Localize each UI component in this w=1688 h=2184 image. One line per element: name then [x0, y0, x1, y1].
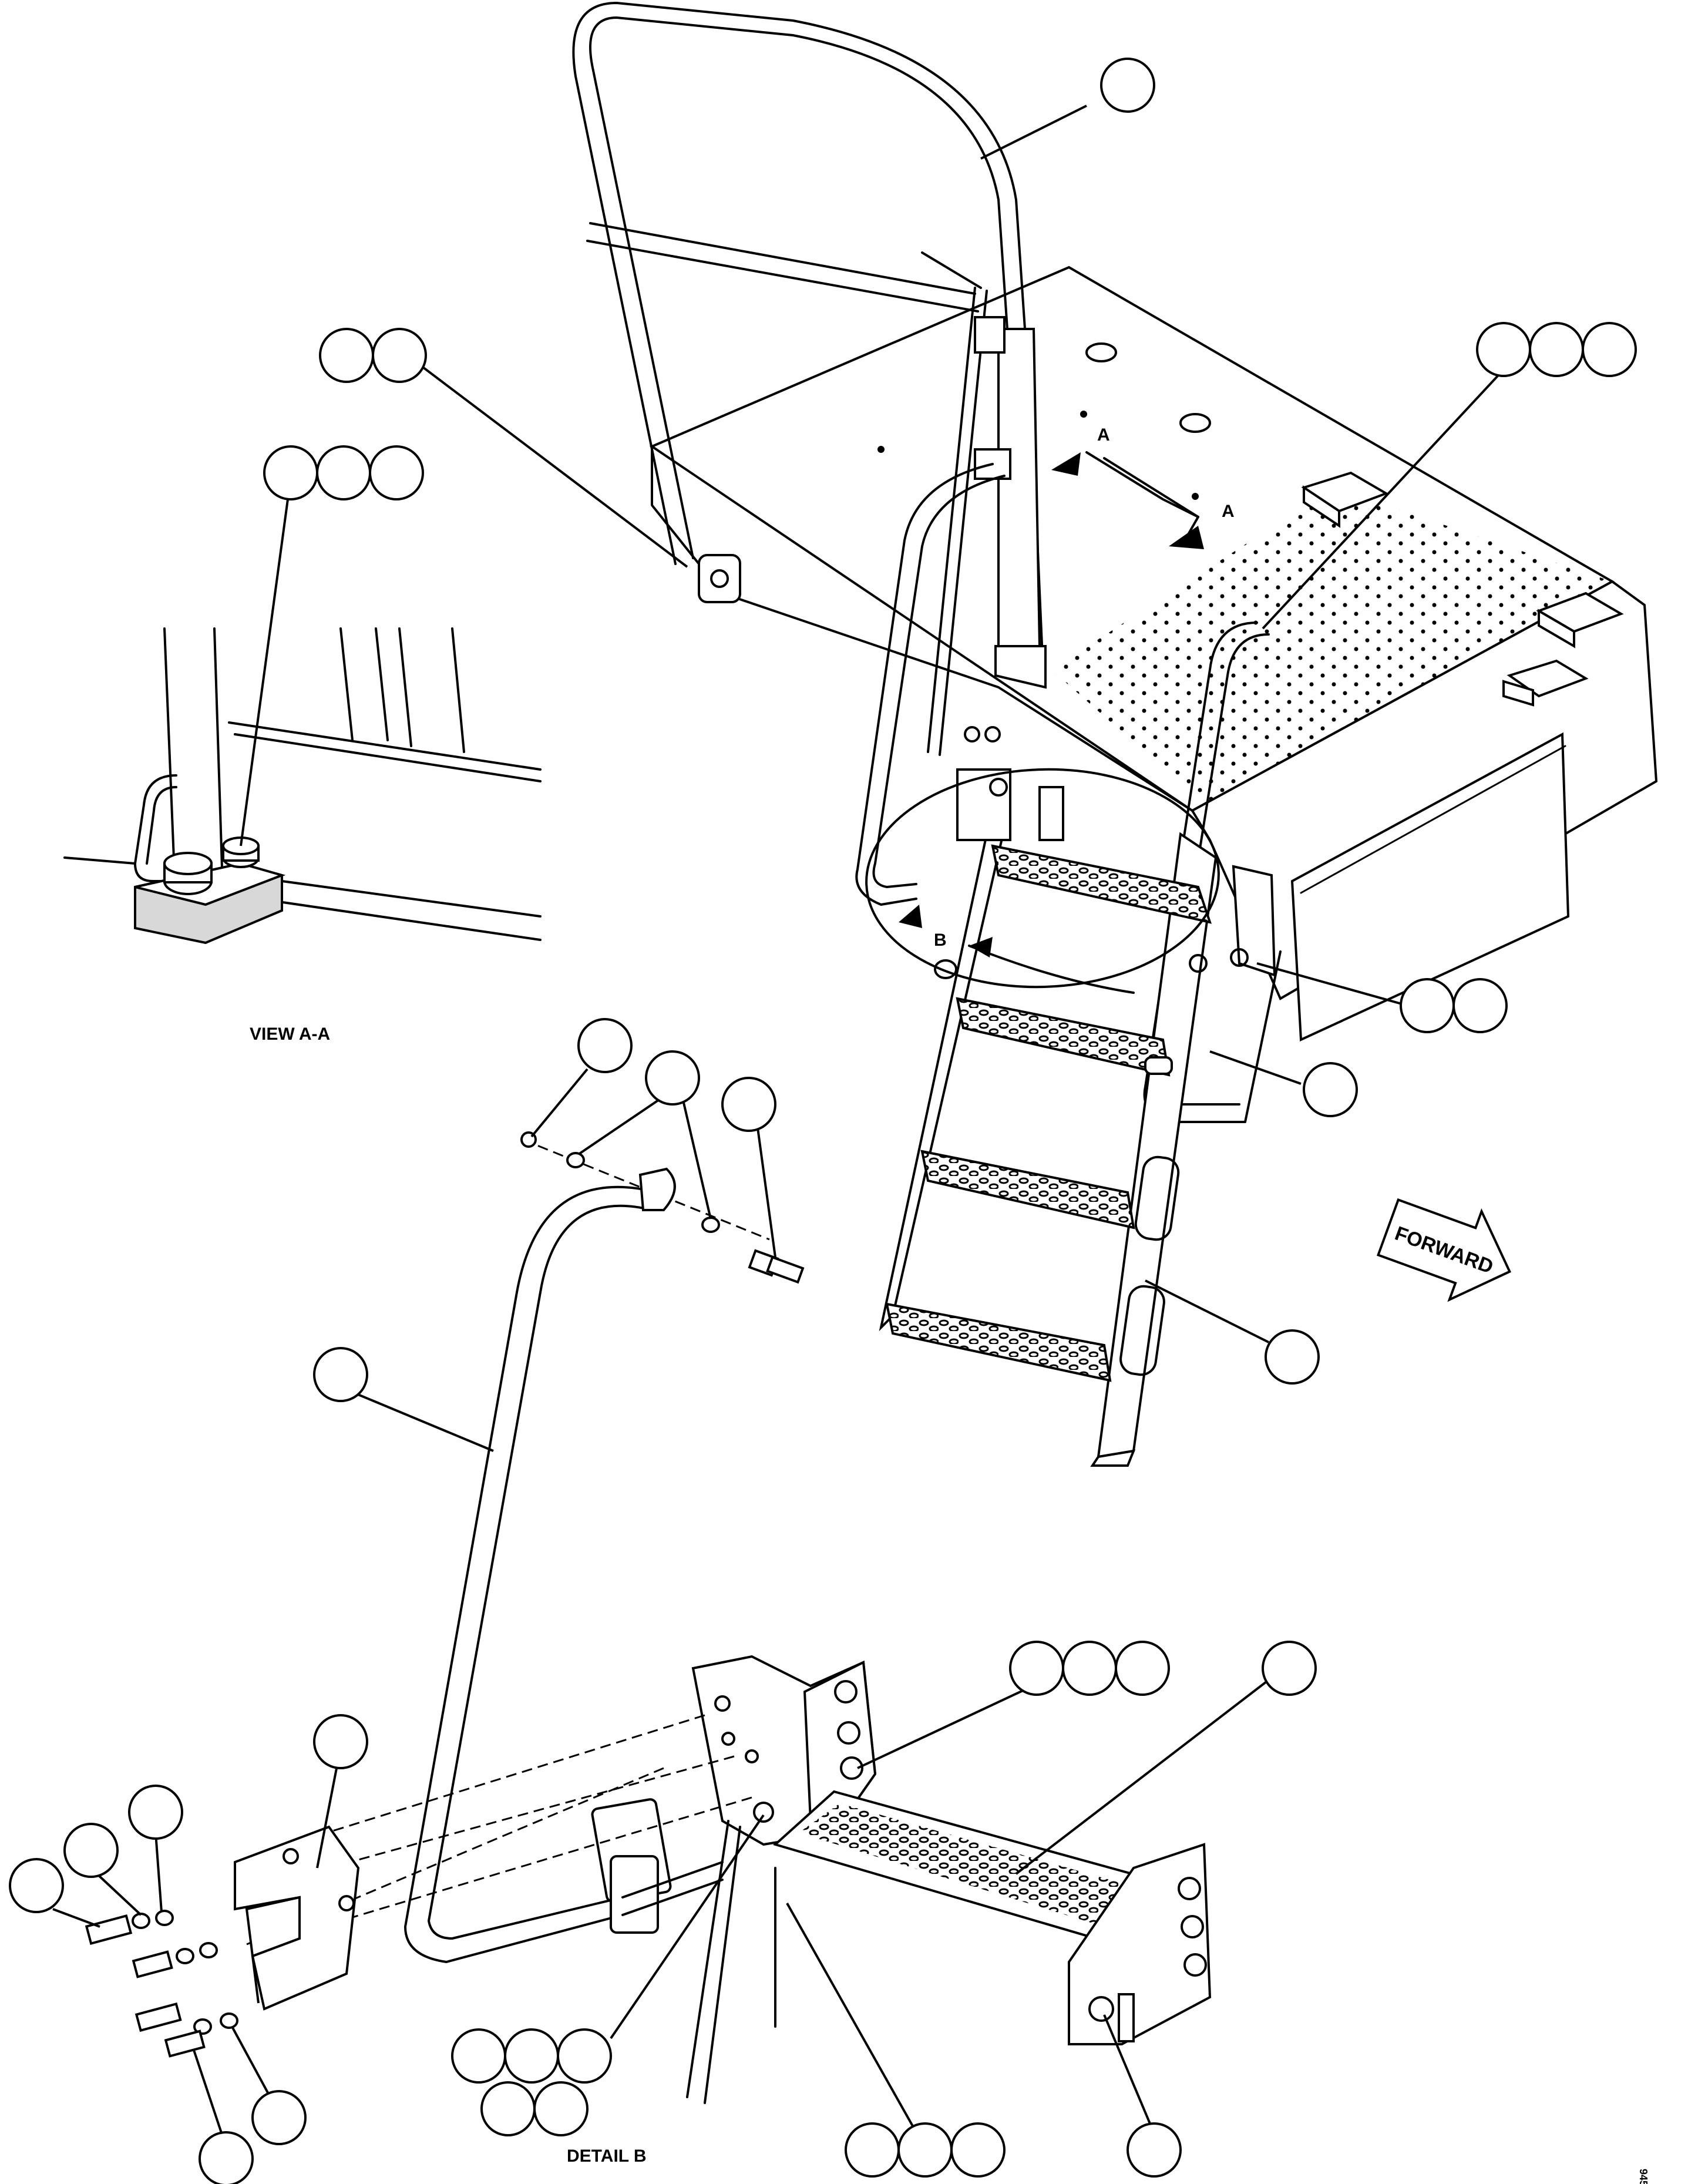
detail-b-boundary: [865, 768, 1220, 989]
view-aa: VIEW A-A: [63, 627, 542, 1044]
left-ladder-handrail: [855, 463, 1006, 906]
detail-b-letter: B: [934, 930, 947, 950]
forward-arrow: FORWARD: [1376, 1198, 1512, 1302]
detail-b-arrow: [968, 945, 1135, 994]
section-a-letter-1: A: [1097, 425, 1110, 445]
platform-assembly: [649, 266, 1658, 1042]
section-a-letter-2: A: [1222, 502, 1235, 521]
section-aa-marker: A A: [1051, 425, 1235, 549]
detail-b-label: DETAIL B: [567, 2146, 647, 2166]
view-aa-label: VIEW A-A: [250, 1024, 330, 1044]
drawing-number: 94578: [1637, 2169, 1649, 2184]
detail-b: DETAIL B: [85, 1131, 1212, 2166]
ladder-assembly: [879, 726, 1249, 1467]
callouts: [9, 58, 1637, 2184]
main-handrail: [572, 2, 1047, 756]
